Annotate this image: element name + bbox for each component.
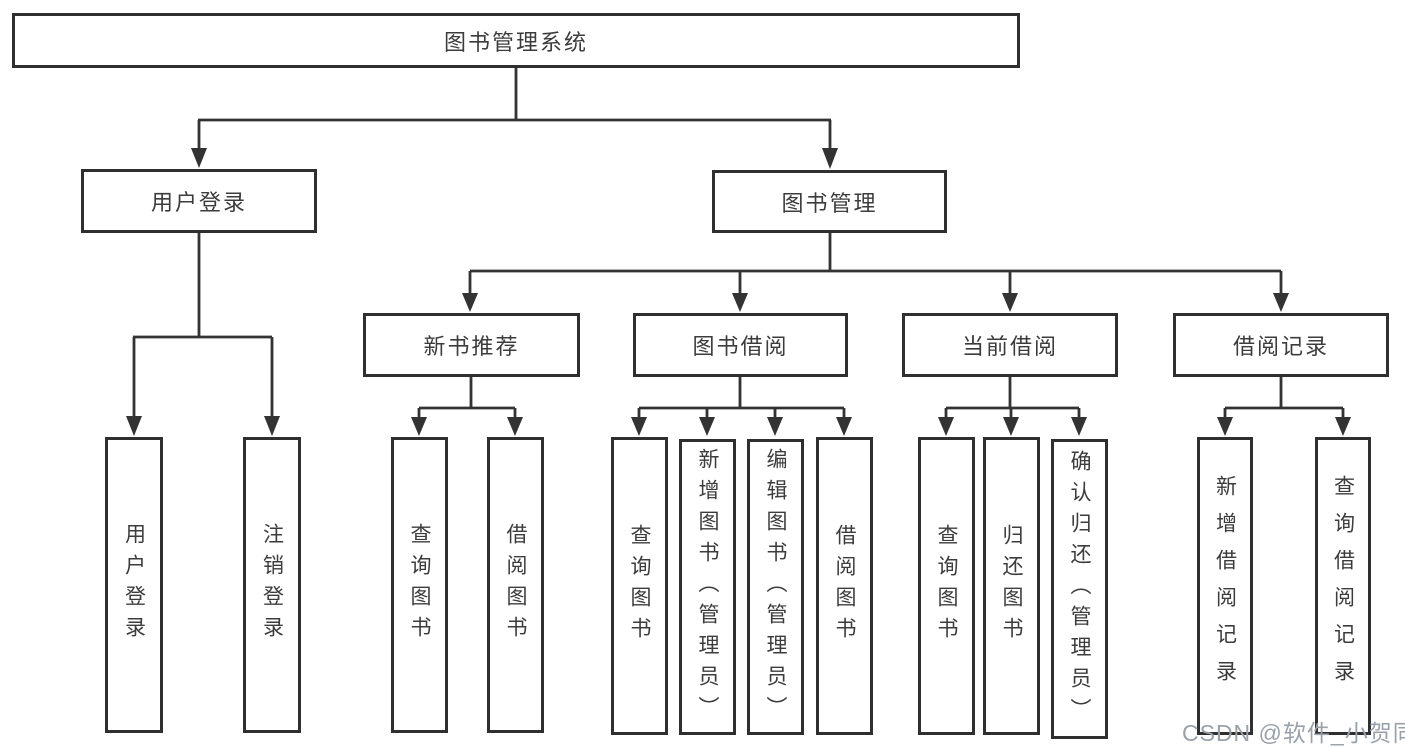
leaf-logout: 注销登录	[243, 437, 301, 733]
node-current-borrow: 当前借阅	[902, 313, 1118, 377]
node-root: 图书管理系统	[12, 13, 1020, 68]
leaf-logout-label: 注销登录	[260, 523, 284, 647]
leaf-edit-books-admin: 编辑图书（管理员）	[747, 439, 804, 735]
leaf-query-books-current: 查询图书	[918, 437, 975, 735]
leaf-query-borrow-record: 查询借阅记录	[1315, 437, 1371, 735]
leaf-add-books-admin: 新增图书（管理员）	[679, 439, 736, 735]
leaf-user-login-label: 用户登录	[122, 523, 146, 647]
leaf-confirm-return-admin: 确认归还（管理员）	[1051, 439, 1108, 739]
leaf-add-borrow-record: 新增借阅记录	[1197, 437, 1253, 735]
leaf-borrow-books-borrow: 借阅图书	[816, 437, 873, 735]
node-user-login: 用户登录	[81, 169, 317, 233]
leaf-return-books: 归还图书	[983, 437, 1040, 735]
csdn-watermark: CSDN @软件_小贺同学	[1182, 720, 1405, 746]
arrowheads	[126, 148, 1351, 436]
leaf-query-books-borrow: 查询图书	[611, 437, 668, 735]
leaf-add-borrow-record-label: 新增借阅记录	[1213, 475, 1237, 697]
leaf-query-books-recommend: 查询图书	[391, 437, 448, 733]
node-book-borrow: 图书借阅	[633, 313, 848, 377]
node-borrow-records: 借阅记录	[1173, 313, 1389, 377]
leaf-edit-books-admin-label: 编辑图书（管理员）	[764, 447, 787, 727]
leaf-query-borrow-record-label: 查询借阅记录	[1331, 475, 1355, 697]
leaf-query-books-current-label: 查询图书	[935, 524, 958, 648]
node-book-management: 图书管理	[712, 170, 947, 233]
node-new-book-recommend: 新书推荐	[363, 313, 580, 377]
leaf-user-login: 用户登录	[105, 437, 163, 733]
leaf-return-books-label: 归还图书	[1000, 524, 1023, 648]
leaf-borrow-books-recommend: 借阅图书	[487, 437, 544, 733]
leaf-query-books-borrow-label: 查询图书	[628, 524, 651, 648]
leaf-add-books-admin-label: 新增图书（管理员）	[696, 447, 719, 727]
leaf-confirm-return-admin-label: 确认归还（管理员）	[1068, 449, 1091, 729]
leaf-query-books-recommend-label: 查询图书	[408, 523, 431, 647]
leaf-borrow-books-recommend-label: 借阅图书	[504, 523, 527, 647]
leaf-borrow-books-borrow-label: 借阅图书	[833, 524, 856, 648]
